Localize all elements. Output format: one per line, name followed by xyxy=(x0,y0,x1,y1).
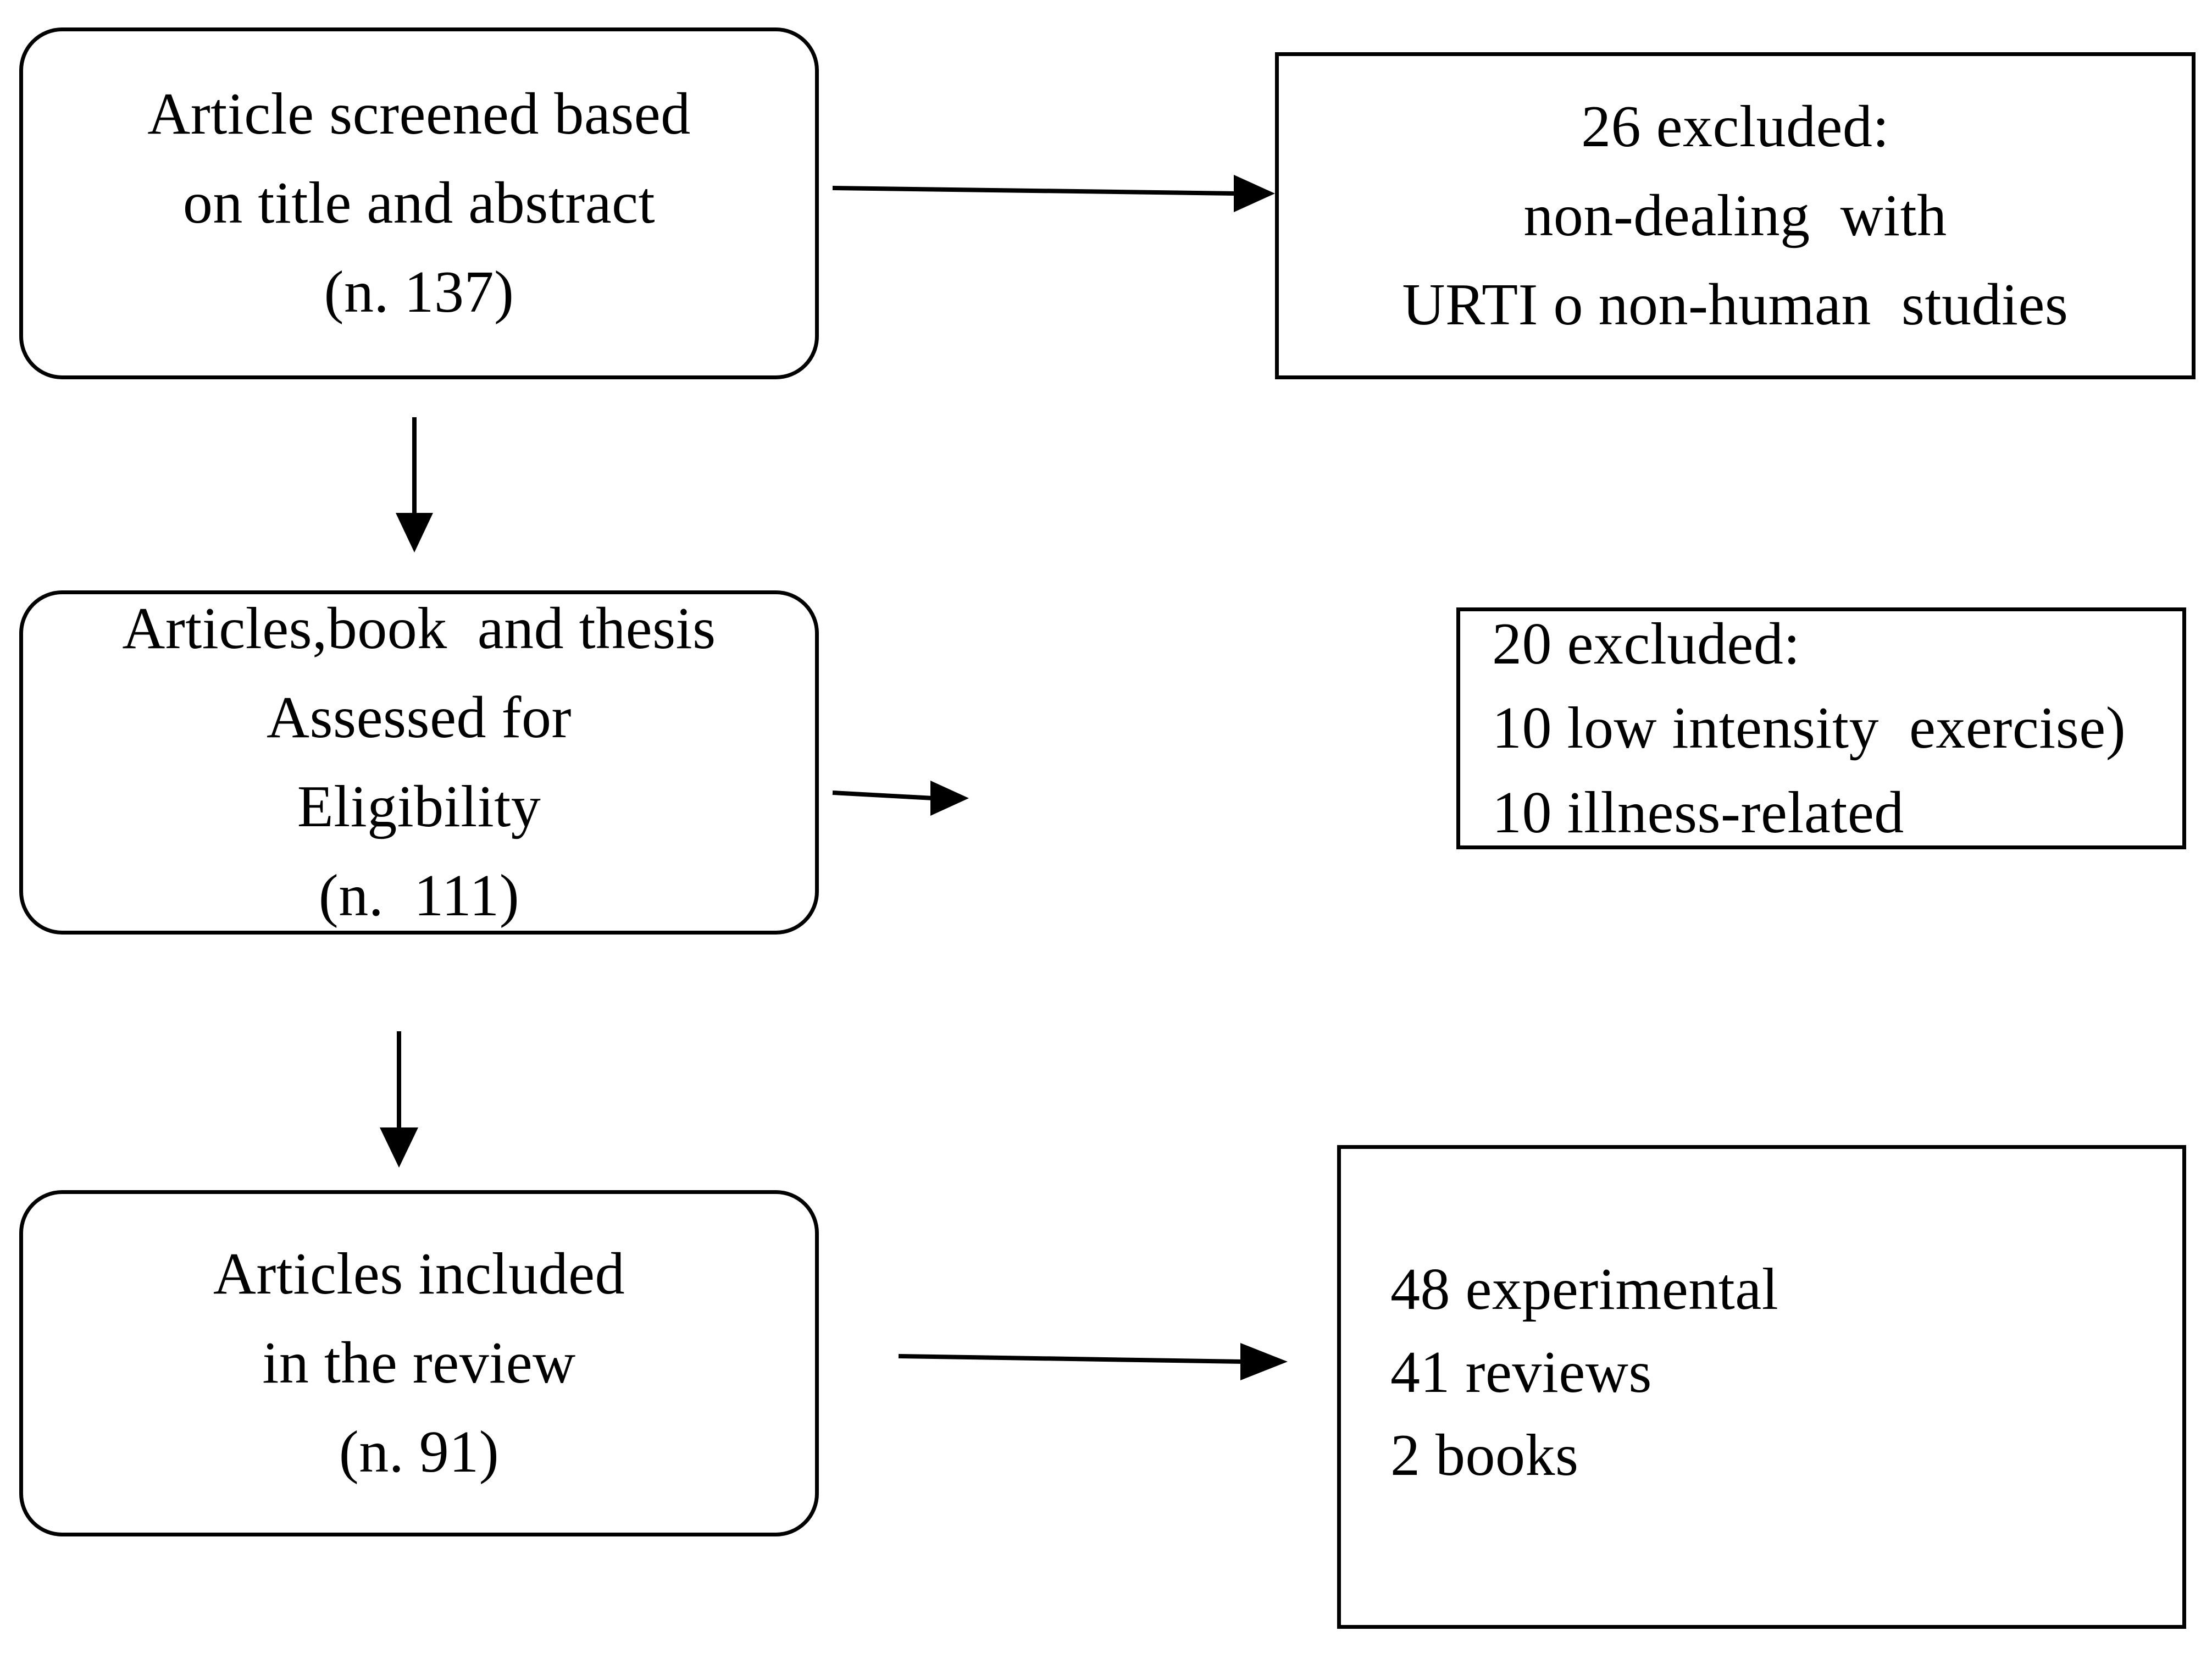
node-line: 10 illness-related xyxy=(1492,780,1904,845)
node-excluded-26: 26 excluded: non-dealing with URTI o non… xyxy=(1275,52,2196,379)
edge-eligible-to-included xyxy=(364,1029,435,1168)
node-line: Article screened based xyxy=(147,81,691,147)
node-line: 20 excluded: xyxy=(1492,611,1800,677)
node-line: URTI o non-human studies xyxy=(1402,272,2069,338)
node-line: Articles included xyxy=(213,1241,625,1307)
node-line: 2 books xyxy=(1390,1423,1579,1489)
node-line: (n. 137) xyxy=(324,259,514,325)
node-excluded-20: 20 excluded: 10 low intensity exercise) … xyxy=(1456,607,2186,849)
node-line: non-dealing with xyxy=(1523,183,1947,248)
node-line: 48 experimental xyxy=(1390,1257,1779,1322)
edge-included-to-breakdown xyxy=(896,1333,1291,1394)
node-articles-included: Articles included in the review (n. 91) xyxy=(19,1190,819,1536)
node-assessed-for-eligibility: Articles,book and thesis Assessed for El… xyxy=(19,590,819,935)
node-line: Articles,book and thesis xyxy=(122,596,716,661)
node-line: in the review xyxy=(262,1330,576,1396)
node-line: Eligibility xyxy=(297,774,541,839)
node-line: 10 low intensity exercise) xyxy=(1492,695,2126,761)
node-line: Assessed for xyxy=(267,685,572,750)
node-included-breakdown: 48 experimental 41 reviews 2 books xyxy=(1337,1145,2186,1629)
node-line: 26 excluded: xyxy=(1581,93,1889,159)
edge-eligible-to-excluded2 xyxy=(830,770,973,830)
node-article-screened: Article screened based on title and abst… xyxy=(19,27,819,379)
node-line: (n. 111) xyxy=(318,863,520,928)
edge-screened-to-eligible xyxy=(379,415,451,552)
edge-screened-to-excluded1 xyxy=(830,165,1280,225)
node-line: on title and abstract xyxy=(182,170,656,236)
node-line: (n. 91) xyxy=(339,1419,500,1485)
node-line: 41 reviews xyxy=(1390,1340,1652,1406)
